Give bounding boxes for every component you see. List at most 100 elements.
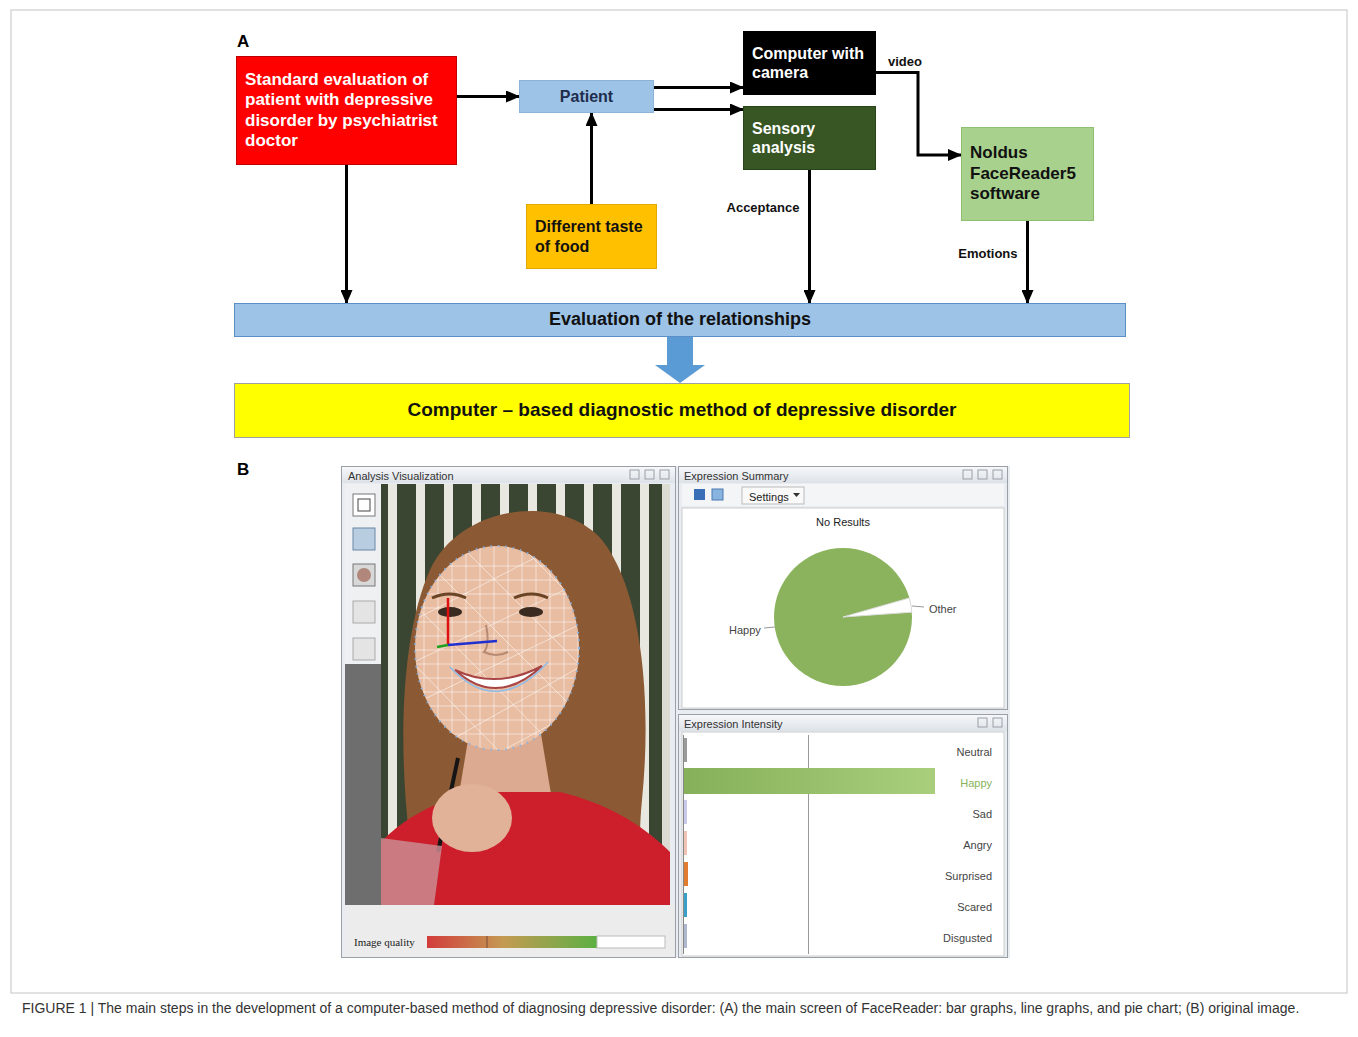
- connector: [808, 170, 811, 303]
- mesh-outline: [415, 546, 579, 750]
- panel-header: [678, 466, 1008, 483]
- photo: [381, 484, 670, 905]
- panel-header: [678, 714, 1008, 731]
- panel-text: Settings: [749, 490, 789, 504]
- process-box: Patient: [519, 80, 654, 113]
- panel-text: Sad: [972, 807, 992, 821]
- window-ground: [341, 466, 1010, 958]
- panel-text: Angry: [963, 838, 992, 852]
- panel-text: Happy: [729, 623, 761, 637]
- panel-text: Image quality: [354, 935, 415, 949]
- pie-happy: [774, 548, 912, 686]
- header-button: [963, 470, 972, 479]
- connector: [654, 108, 743, 111]
- hand: [432, 784, 512, 852]
- axis-green: [437, 645, 448, 647]
- axis-line: [683, 735, 684, 954]
- box-text: Different taste of food: [535, 217, 648, 255]
- box-text: Evaluation of the relationships: [243, 309, 1117, 331]
- settings-button: [742, 487, 804, 504]
- scared-bar: [684, 893, 687, 917]
- header-button: [978, 718, 987, 727]
- quality-bar: [427, 936, 597, 948]
- tool-icon: [353, 494, 375, 516]
- process-box: Computer with camera: [743, 31, 876, 95]
- eye: [438, 607, 462, 617]
- connector: [345, 165, 348, 303]
- figure-frame: [11, 10, 1347, 993]
- photo-background: [381, 484, 670, 905]
- leader-line: [764, 627, 775, 628]
- tool-icon: [353, 638, 375, 660]
- connector: [654, 86, 743, 89]
- copy-icon: [712, 489, 723, 500]
- process-box: Standard evaluation of patient with depr…: [236, 56, 457, 165]
- panel-text: Surprised: [945, 869, 992, 883]
- mouth-outline: [450, 662, 548, 691]
- box-text: Patient: [528, 87, 645, 106]
- quality-ground: [345, 905, 676, 957]
- dropdown-arrow: [793, 493, 800, 497]
- edge-label: video: [886, 54, 924, 69]
- face-mesh: [410, 545, 585, 752]
- tool-icon: [357, 568, 371, 582]
- shirt: [381, 792, 670, 905]
- process-box: Sensory analysis: [743, 106, 876, 170]
- intensity-plot: [682, 732, 1004, 956]
- smile: [455, 666, 542, 688]
- header-button: [645, 470, 654, 479]
- eyebrow: [514, 594, 548, 598]
- panel-text: No Results: [679, 515, 1007, 529]
- sad-bar: [684, 800, 687, 824]
- quality-rest: [597, 936, 665, 948]
- angry-bar: [684, 831, 687, 855]
- process-box: Different taste of food: [526, 204, 657, 269]
- panel-text: Analysis Visualization: [348, 469, 454, 483]
- eye: [519, 607, 543, 617]
- connector: [1026, 221, 1029, 303]
- face: [415, 546, 579, 750]
- tool-icon: [358, 499, 370, 511]
- block-arrow: [655, 337, 705, 383]
- pie-other: [843, 598, 912, 617]
- process-box: Noldus FaceReader5 software: [961, 127, 1094, 221]
- box-text: Noldus FaceReader5 software: [970, 143, 1085, 204]
- surprised-bar: [684, 862, 688, 886]
- tool-icon: [353, 601, 375, 623]
- panel-text: Neutral: [957, 745, 992, 759]
- header-button: [630, 470, 639, 479]
- eyebrow: [432, 594, 466, 598]
- connector: [876, 73, 961, 155]
- toolbar: [345, 484, 381, 905]
- header-button: [978, 470, 987, 479]
- save-icon: [694, 489, 705, 500]
- box-text: Sensory analysis: [752, 119, 867, 157]
- header-button: [660, 470, 669, 479]
- edge-label: Emotions: [956, 246, 1019, 261]
- panel-text: Other: [929, 602, 957, 616]
- edge-label: Acceptance: [725, 200, 802, 215]
- header-button: [993, 470, 1002, 479]
- grid-line: [808, 735, 809, 954]
- software-panel: Expression SummarySettingsNo ResultsHapp…: [678, 466, 1008, 710]
- box-text: Computer – based diagnostic method of de…: [243, 399, 1121, 422]
- panel-text: Scared: [957, 900, 992, 914]
- figure-caption: FIGURE 1 | The main steps in the develop…: [22, 1000, 1338, 1017]
- connector: [590, 113, 593, 204]
- toolbar-top: [345, 484, 381, 664]
- panel-text: Happy: [960, 776, 992, 790]
- box-text: Standard evaluation of patient with depr…: [245, 70, 448, 152]
- axis-red: [447, 598, 450, 645]
- happy-bar: [684, 768, 935, 794]
- panel-letter: A: [237, 32, 249, 52]
- disgusted-bar: [684, 924, 687, 948]
- panel-letter: B: [237, 460, 249, 480]
- box-text: Computer with camera: [752, 44, 867, 82]
- summary-toolbar: [682, 484, 1004, 506]
- tool-icon: [353, 528, 375, 550]
- tool-icon: [353, 564, 375, 586]
- software-panel: Expression IntensityNeutralHappySadAngry…: [678, 714, 1008, 958]
